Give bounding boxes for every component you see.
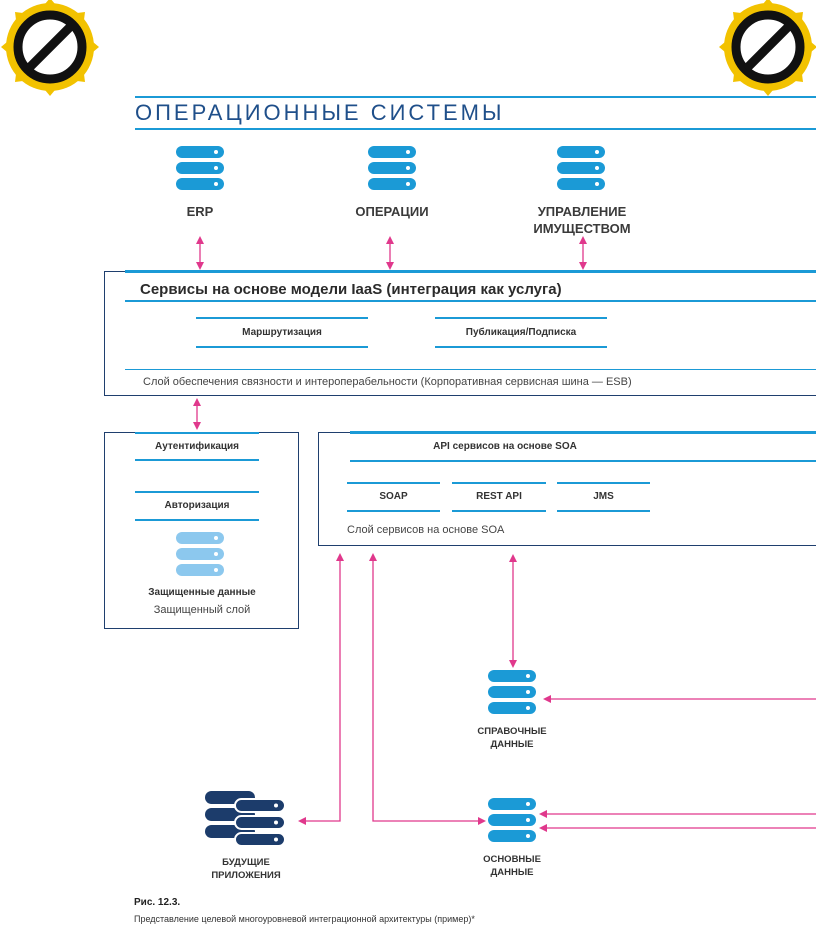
no-sign-badge-right [719,0,816,96]
asset-management-server-icon [557,146,605,190]
title-rule-bottom [135,128,816,130]
soa-layer-label: Слой сервисов на основе SOA [347,524,505,536]
master-data-label: ОСНОВНЫЕ ДАННЫЕ [483,854,541,878]
secure-layer-label: Защищенный слой [153,604,251,616]
future-apps-server-icon [205,791,286,847]
jms-label: JMS [593,491,614,502]
master-data-server-icon [488,798,536,842]
authentication-label: Аутентификация [154,441,240,452]
title-rule-top [135,96,816,98]
operations-server-icon [368,146,416,190]
secure-data-label: Защищенные данные [148,587,256,598]
master-soa-arrow [369,553,486,825]
authz-rule-bottom [135,519,259,521]
erp-server-icon [176,146,224,190]
auth-rule-top [135,432,259,434]
no-sign-badge-left [1,0,99,96]
routing-label: Маршрутизация [242,327,322,338]
jms-rule-top [557,482,650,484]
rest-rule-top [452,482,546,484]
pubsub-rule-top [435,317,607,319]
authorization-label: Авторизация [164,500,230,511]
pubsub-label: Публикация/Подписка [465,327,577,338]
figure-number: Рис. 12.3. [134,897,181,908]
jms-rule-bottom [557,510,650,512]
soap-rule-bottom [347,510,440,512]
iaas-rule-under-title [125,300,816,302]
operations-label: ОПЕРАЦИИ [355,204,429,219]
iaas-title: Сервисы на основе модели IaaS (интеграци… [140,281,562,298]
auth-rule-bottom [135,459,259,461]
erp-label: ERP [186,204,214,219]
future-apps-label: БУДУЩИЕ ПРИЛОЖЕНИЯ [211,857,281,881]
asset-management-label: УПРАВЛЕНИЕ ИМУЩЕСТВОМ [533,204,631,236]
soap-label: SOAP [379,491,408,502]
figure-caption: Представление целевой многоуровневой инт… [134,914,475,924]
pubsub-rule-bottom [435,346,607,348]
soa-rule-top [350,431,816,434]
reference-data-server-icon [488,670,536,714]
iaas-rule-footer [125,369,816,370]
rest-api-label: REST API [476,491,522,502]
routing-rule-top [196,317,368,319]
secure-data-server-icon [176,532,224,576]
esb-layer-label: Слой обеспечения связности и интеропераб… [143,376,632,388]
rest-rule-bottom [452,510,546,512]
page-title: ОПЕРАЦИОННЫЕ СИСТЕМЫ [135,100,505,125]
reference-data-label: СПРАВОЧНЫЕ ДАННЫЕ [477,726,547,750]
future-apps-soa-arrow [298,553,344,825]
authz-rule-top [135,491,259,493]
routing-rule-bottom [196,346,368,348]
soa-title: API сервисов на основе SOA [433,441,577,452]
soap-rule-top [347,482,440,484]
soa-rule-under-title [350,460,816,462]
iaas-rule-top [125,270,816,273]
